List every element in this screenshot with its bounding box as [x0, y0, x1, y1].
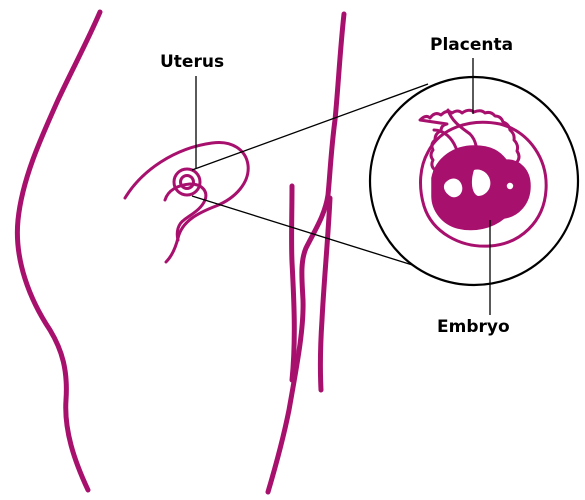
uterus-embryo-inner-circle — [181, 176, 194, 189]
embryo-label: Embryo — [437, 317, 510, 337]
placenta-label: Placenta — [430, 35, 513, 55]
thigh-line-inner — [320, 198, 330, 390]
uterus-embryo-circle — [174, 169, 200, 195]
thigh-line-outer — [292, 186, 295, 380]
embryo-eye — [507, 183, 513, 189]
belly-contour — [268, 14, 344, 492]
uterus-label: Uterus — [160, 52, 224, 72]
back-contour — [17, 12, 100, 490]
uterus-outline — [125, 142, 248, 262]
